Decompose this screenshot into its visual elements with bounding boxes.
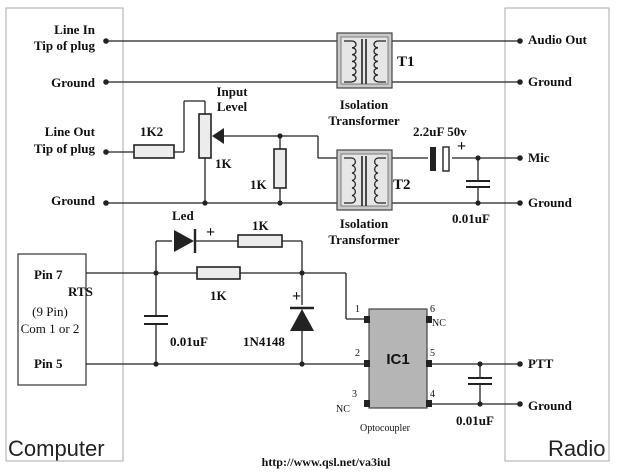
transformer-t2 bbox=[336, 149, 393, 211]
wires bbox=[84, 40, 520, 405]
ic-pin-1: 1 bbox=[355, 304, 360, 315]
source-url: http://www.qsl.net/va3iul bbox=[262, 455, 391, 469]
junction-dots bbox=[81, 38, 523, 407]
computer-label: Computer bbox=[8, 436, 105, 461]
pot-label-2: Level bbox=[217, 99, 248, 114]
ic-nc-3: NC bbox=[336, 404, 350, 415]
ground-left-2: Ground bbox=[51, 193, 96, 208]
capacitor-mic-ground bbox=[466, 180, 490, 188]
ground-right-1: Ground bbox=[528, 74, 573, 89]
tip-of-plug-label-2: Tip of plug bbox=[34, 141, 96, 156]
r-led-label: 1K bbox=[252, 218, 270, 233]
r-rts-label: 1K bbox=[210, 288, 228, 303]
line-in-label: Line In bbox=[54, 22, 96, 37]
ground-right-2: Ground bbox=[528, 195, 573, 210]
led-plus: + bbox=[206, 224, 215, 241]
diode-plus: + bbox=[292, 288, 301, 305]
ic-pin-3: 3 bbox=[352, 389, 357, 400]
ic1-optocoupler bbox=[364, 308, 432, 409]
radio-label: Radio bbox=[548, 436, 605, 461]
cap-mic-label: 2.2uF 50v bbox=[413, 124, 467, 139]
potentiometer bbox=[198, 113, 212, 159]
pot-wiper-arrow bbox=[212, 128, 224, 144]
r-1k2-label: 1K2 bbox=[140, 124, 163, 139]
ic-pin-6: 6 bbox=[430, 304, 435, 315]
t1-caption-2: Transformer bbox=[328, 113, 399, 128]
capacitor-mic bbox=[430, 146, 450, 172]
ground-right-3: Ground bbox=[528, 398, 573, 413]
mic-label: Mic bbox=[528, 150, 550, 165]
ic-pin-5: 5 bbox=[430, 348, 435, 359]
rts-label: RTS bbox=[68, 284, 93, 299]
port-desc-1: (9 Pin) bbox=[32, 304, 68, 319]
resistor-shunt-1k bbox=[273, 148, 287, 189]
t2-caption-1: Isolation bbox=[340, 216, 389, 231]
ic-nc-6: NC bbox=[432, 318, 446, 329]
diode-1n4148 bbox=[290, 306, 314, 331]
pot-value: 1K bbox=[215, 156, 233, 171]
line-out-label: Line Out bbox=[45, 124, 96, 139]
ground-left-1: Ground bbox=[51, 75, 96, 90]
transformer-t1 bbox=[336, 32, 393, 89]
diode-label: 1N4148 bbox=[243, 334, 285, 349]
t1-caption-1: Isolation bbox=[340, 97, 389, 112]
led-diode bbox=[174, 229, 197, 253]
ptt-label: PTT bbox=[528, 356, 554, 371]
pin5-label: Pin 5 bbox=[34, 356, 63, 371]
cap-mic-plus: + bbox=[457, 138, 466, 155]
cap-mic-ground-label: 0.01uF bbox=[452, 211, 490, 226]
t2-caption-2: Transformer bbox=[328, 232, 399, 247]
port-desc-2: Com 1 or 2 bbox=[21, 321, 80, 336]
t1-label: T1 bbox=[397, 54, 415, 70]
resistor-led-1k bbox=[237, 234, 283, 248]
cap-port-label: 0.01uF bbox=[170, 334, 208, 349]
resistor-rts-1k bbox=[196, 266, 241, 280]
capacitor-ptt bbox=[468, 377, 492, 385]
cap-ptt-label: 0.01uF bbox=[456, 413, 494, 428]
capacitor-port bbox=[144, 315, 168, 325]
pot-label-1: Input bbox=[216, 84, 248, 99]
serial-port-box bbox=[17, 253, 87, 386]
resistor-1k2 bbox=[133, 144, 175, 159]
ic1-caption: Optocoupler bbox=[360, 423, 411, 434]
tip-of-plug-label: Tip of plug bbox=[34, 38, 96, 53]
t2-label: T2 bbox=[393, 177, 411, 193]
led-label: Led bbox=[172, 208, 194, 223]
ic-pin-2: 2 bbox=[355, 348, 360, 359]
ic-pin-4: 4 bbox=[430, 389, 435, 400]
pin7-label: Pin 7 bbox=[34, 267, 63, 282]
r-shunt-label: 1K bbox=[250, 177, 268, 192]
audio-out-label: Audio Out bbox=[528, 32, 588, 47]
ic1-label: IC1 bbox=[386, 351, 409, 368]
